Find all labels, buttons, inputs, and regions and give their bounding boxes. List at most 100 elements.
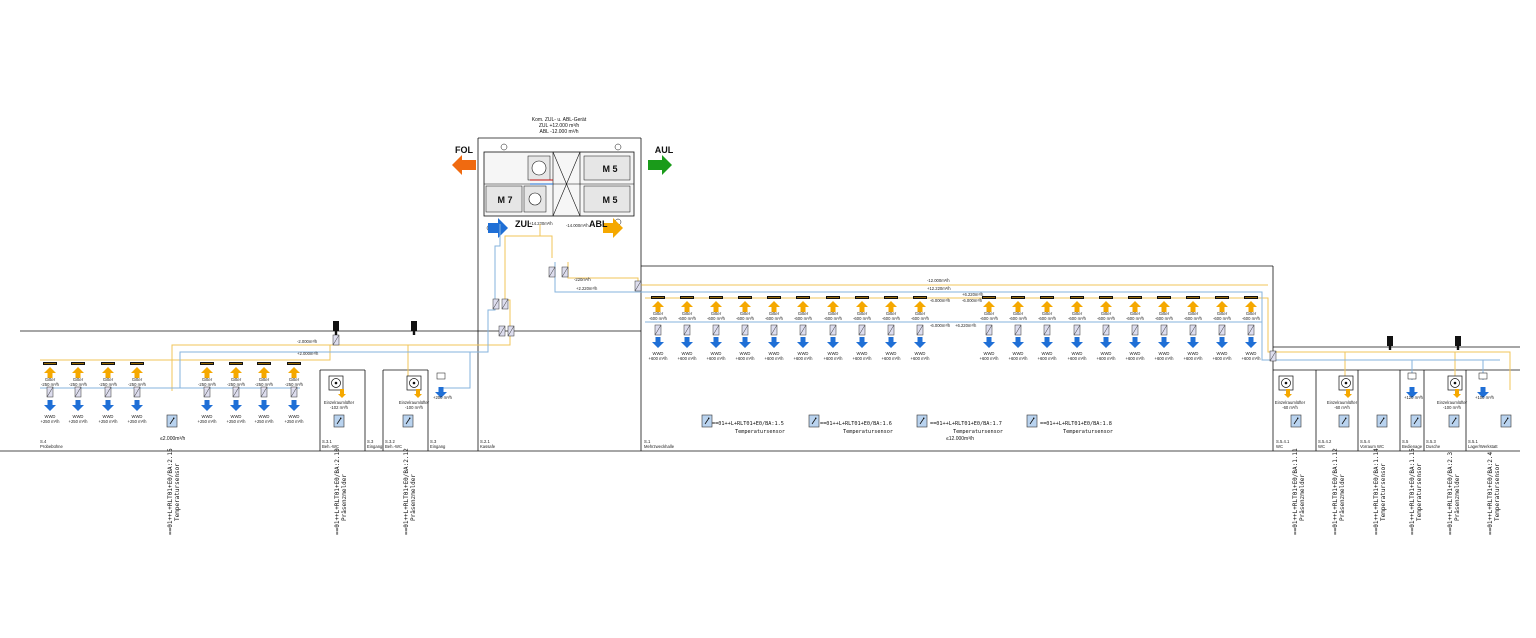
grille-flow: -600 m³/h bbox=[1038, 316, 1057, 321]
room-name: Eingang bbox=[430, 444, 446, 449]
wwd-label: WWD bbox=[886, 351, 897, 356]
wwd-label: WWD bbox=[1217, 351, 1228, 356]
supply-arrow-icon bbox=[44, 400, 56, 411]
wwd-label: WWD bbox=[231, 414, 242, 419]
bedside-flow: +120 m³/h bbox=[1404, 395, 1424, 400]
filter-m7: M 7 bbox=[497, 195, 512, 205]
supply-arrow-icon bbox=[1100, 337, 1112, 348]
wwd-flow: +600 m³/h bbox=[1184, 356, 1204, 361]
exhaust-grille bbox=[286, 361, 302, 366]
supply-arrow-icon bbox=[1158, 337, 1170, 348]
wwd-label: WWD bbox=[1188, 351, 1199, 356]
room-name: Dusche bbox=[1426, 444, 1441, 449]
room-name: Probebühne bbox=[40, 444, 63, 449]
vav-damper bbox=[799, 324, 807, 336]
vav-damper bbox=[1218, 324, 1226, 336]
grille-label: Gitter bbox=[1042, 311, 1053, 316]
wwd-label: WWD bbox=[857, 351, 868, 356]
air-handling-unit: M 5 M 5 M 7 bbox=[483, 143, 635, 232]
grille-label: Gitter bbox=[1159, 311, 1170, 316]
exhaust-grille bbox=[100, 361, 116, 366]
grille-label: Gitter bbox=[682, 311, 693, 316]
ba-code: ==01++L+RLT01+E0/BA:1.14 bbox=[1373, 448, 1380, 535]
exhaust-grille bbox=[795, 295, 811, 300]
flow-hall-sup: +6.220m³/h bbox=[955, 323, 977, 328]
flow-sup-12220: +12.220m³/h bbox=[927, 286, 951, 291]
grille-label: Gitter bbox=[132, 377, 143, 382]
unit-zul-flow: ZUL +12.000 m³/h bbox=[539, 123, 579, 129]
wwd-flow: +600 m³/h bbox=[882, 356, 902, 361]
exhaust-grille bbox=[1127, 295, 1143, 300]
supply-arrow-icon bbox=[1129, 337, 1141, 348]
grille-flow: -600 m³/h bbox=[1097, 316, 1116, 321]
exhaust-grille bbox=[1010, 295, 1026, 300]
supply-arrow-icon bbox=[131, 400, 143, 411]
wwd-label: WWD bbox=[682, 351, 693, 356]
vav-damper bbox=[290, 386, 298, 398]
ba-code: ==01++L+RLT01+E0/BA:2.4 bbox=[1487, 452, 1494, 535]
vav-damper bbox=[712, 324, 720, 336]
grille-flow: -250 m³/h bbox=[198, 382, 217, 387]
ba-label: Präsenzmelder bbox=[1339, 474, 1346, 521]
grille-label: Gitter bbox=[886, 311, 897, 316]
wwd-label: WWD bbox=[653, 351, 664, 356]
supply-arrow-icon bbox=[72, 400, 84, 411]
room-id: S.5.4 bbox=[1360, 439, 1370, 444]
grille-flow: -600 m³/h bbox=[794, 316, 813, 321]
grille-flow: -600 m³/h bbox=[707, 316, 726, 321]
grille-label: Gitter bbox=[828, 311, 839, 316]
wwd-flow: +600 m³/h bbox=[707, 356, 727, 361]
temp-sensor-2-code: ==01++L+RLT01+E0/BA:1.6 bbox=[820, 421, 892, 427]
exhaust-grille bbox=[1243, 295, 1259, 300]
flow-riser-exh2: -220m³/h bbox=[574, 277, 591, 282]
vav-damper bbox=[203, 386, 211, 398]
wwd-flow: +600 m³/h bbox=[1213, 356, 1233, 361]
grille-flow: -250 m³/h bbox=[255, 382, 274, 387]
unit-title: Kom. ZUL- u. ABL-Gerät bbox=[532, 117, 587, 123]
room-id: S.2.1 bbox=[480, 439, 490, 444]
grille-label: Gitter bbox=[45, 377, 56, 382]
wwd-flow: +600 m³/h bbox=[1242, 356, 1262, 361]
vav-damper bbox=[1102, 324, 1110, 336]
room-name: Kassafe bbox=[480, 444, 496, 449]
room-name: Mehrzweckhalle bbox=[644, 444, 675, 449]
wwd-flow: +600 m³/h bbox=[1068, 356, 1088, 361]
hall-temp-sensors: ==01++L+RLT01+E0/BA:1.5 Temperatursensor… bbox=[712, 421, 1113, 435]
supply-arrow-icon bbox=[681, 337, 693, 348]
vav-damper bbox=[1043, 324, 1051, 336]
exhaust-grille bbox=[883, 295, 899, 300]
vav-damper bbox=[829, 324, 837, 336]
vav-damper bbox=[887, 324, 895, 336]
wwd-flow: +600 m³/h bbox=[824, 356, 844, 361]
exhaust-grille bbox=[912, 295, 928, 300]
exhaust-grille bbox=[708, 295, 724, 300]
wwd-label: WWD bbox=[740, 351, 751, 356]
wwd-flow: +250 m³/h bbox=[255, 419, 275, 424]
wwd-flow: +600 m³/h bbox=[1009, 356, 1029, 361]
vav-damper bbox=[260, 386, 268, 398]
flow-hall-exh: -6.000m³/h bbox=[930, 298, 951, 303]
supply-arrow-icon bbox=[201, 400, 213, 411]
wwd-label: WWD bbox=[828, 351, 839, 356]
vav-damper bbox=[74, 386, 82, 398]
wwd-label: WWD bbox=[202, 414, 213, 419]
eingang-flow: +200 m³/h bbox=[433, 395, 453, 400]
wwd-flow: +250 m³/h bbox=[285, 419, 305, 424]
wwd-label: WWD bbox=[45, 414, 56, 419]
room-id: S.3.2 bbox=[385, 439, 395, 444]
flow-hall-exh-b: -6.000m³/h bbox=[962, 298, 983, 303]
vav-damper bbox=[985, 324, 993, 336]
supply-arrow-icon bbox=[1187, 337, 1199, 348]
vav-damper bbox=[1247, 324, 1255, 336]
room-id: S.1 bbox=[644, 439, 651, 444]
ba-code: ==01++L+RLT01+E0/BA:2.3 bbox=[1447, 452, 1454, 535]
wwd-flow: +250 m³/h bbox=[41, 419, 61, 424]
grille-label: Gitter bbox=[1188, 311, 1199, 316]
exhaust-grille bbox=[650, 295, 666, 300]
vav-damper bbox=[1014, 324, 1022, 336]
wwd-flow: +600 m³/h bbox=[853, 356, 873, 361]
exhaust-grille bbox=[1069, 295, 1085, 300]
